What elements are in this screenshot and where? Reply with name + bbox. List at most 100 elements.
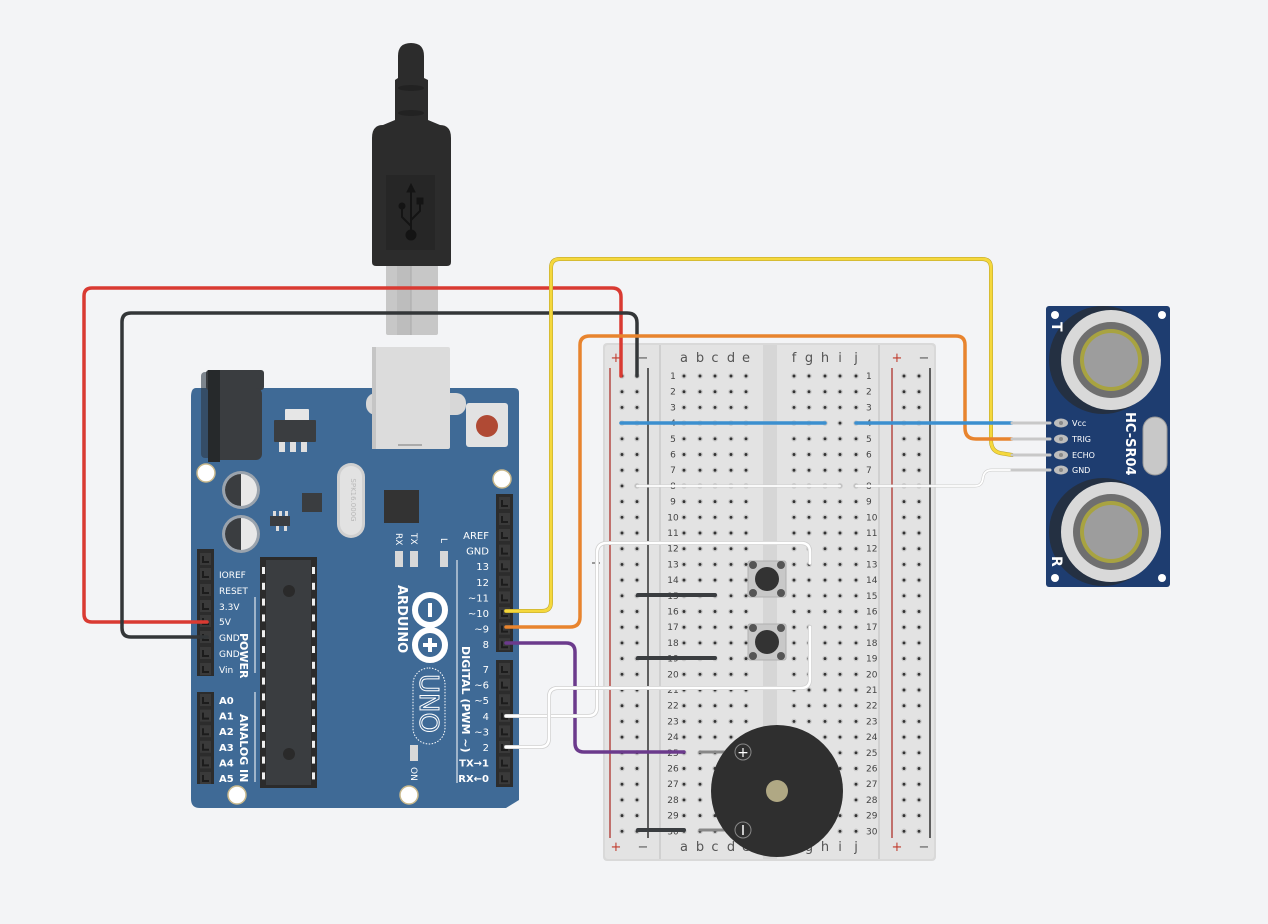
breadboard-hole[interactable] [791,640,797,646]
rail-hole[interactable] [619,483,625,489]
rail-hole[interactable] [916,718,922,725]
breadboard-hole[interactable] [837,498,843,505]
rail-hole[interactable] [619,718,625,725]
breadboard-hole[interactable] [697,451,703,458]
rail-hole[interactable] [634,467,640,473]
wire-gnd-to-minus-rail[interactable] [120,311,639,639]
rail-hole[interactable] [634,530,640,536]
rail-hole[interactable] [916,765,922,772]
breadboard-hole[interactable] [681,718,687,725]
rail-hole[interactable] [916,640,922,646]
rail-hole[interactable] [619,388,625,395]
breadboard-hole[interactable] [743,530,749,536]
breadboard-hole[interactable] [743,702,749,709]
breadboard-hole[interactable] [853,545,859,552]
rail-hole[interactable] [619,702,625,709]
rail-hole[interactable] [916,577,922,583]
breadboard-hole[interactable] [837,828,843,835]
breadboard-hole[interactable] [806,687,812,693]
rail-hole[interactable] [901,624,907,630]
breadboard-hole[interactable] [697,514,703,521]
breadboard-hole[interactable] [791,702,797,709]
breadboard-hole[interactable] [728,734,734,740]
rail-hole[interactable] [619,467,625,473]
rail-hole[interactable] [901,797,907,803]
header-socket[interactable] [200,553,211,565]
rail-hole[interactable] [634,797,640,803]
header-socket[interactable] [200,725,211,738]
header-socket[interactable] [499,772,510,785]
rail-hole[interactable] [916,828,922,835]
breadboard-hole[interactable] [712,718,718,725]
breadboard-hole[interactable] [681,451,687,458]
breadboard-hole[interactable] [853,577,859,583]
rail-hole[interactable] [901,671,907,678]
breadboard-hole[interactable] [728,451,734,458]
breadboard-hole[interactable] [728,655,734,662]
breadboard-hole[interactable] [837,750,843,756]
breadboard-hole[interactable] [697,577,703,583]
breadboard-hole[interactable] [853,718,859,725]
breadboard-hole[interactable] [743,545,749,552]
breadboard-hole[interactable] [853,451,859,458]
breadboard-hole[interactable] [681,530,687,536]
breadboard-hole[interactable] [743,388,749,395]
breadboard-hole[interactable] [712,467,718,473]
rail-hole[interactable] [619,640,625,646]
breadboard-hole[interactable] [822,702,828,709]
breadboard-hole[interactable] [806,577,812,583]
breadboard-hole[interactable] [853,671,859,678]
breadboard-hole[interactable] [728,530,734,536]
breadboard-hole[interactable] [697,561,703,568]
arduino-uno-board[interactable]: SPK16.000G RX [191,347,519,808]
breadboard-hole[interactable] [853,702,859,709]
breadboard-hole[interactable] [791,467,797,473]
header-socket[interactable] [499,529,510,541]
breadboard-hole[interactable] [837,734,843,740]
breadboard-hole[interactable] [728,514,734,521]
breadboard-hole[interactable] [681,640,687,646]
rail-hole[interactable] [901,593,907,599]
rail-hole[interactable] [619,797,625,803]
breadboard-hole[interactable] [743,718,749,725]
rail-hole[interactable] [634,781,640,787]
rail-hole[interactable] [634,561,640,568]
breadboard-hole[interactable] [822,530,828,536]
breadboard-hole[interactable] [791,718,797,725]
breadboard-hole[interactable] [728,404,734,411]
breadboard-hole[interactable] [837,451,843,458]
breadboard-hole[interactable] [791,451,797,458]
rail-hole[interactable] [619,593,625,599]
breadboard-hole[interactable] [853,498,859,505]
breadboard-hole[interactable] [712,436,718,442]
breadboard-hole[interactable] [728,640,734,646]
breadboard-hole[interactable] [681,373,687,379]
header-socket[interactable] [499,560,510,573]
breadboard-hole[interactable] [791,593,797,599]
breadboard-hole[interactable] [853,373,859,379]
rail-hole[interactable] [634,514,640,521]
piezo-buzzer[interactable]: + [711,725,843,857]
rail-hole[interactable] [901,545,907,552]
breadboard-hole[interactable] [681,404,687,411]
header-socket[interactable] [499,663,510,675]
rail-hole[interactable] [619,498,625,505]
rail-hole[interactable] [916,812,922,819]
header-socket[interactable] [499,756,510,769]
breadboard-hole[interactable] [697,404,703,411]
rail-hole[interactable] [901,436,907,442]
breadboard-hole[interactable] [712,498,718,505]
rail-hole[interactable] [634,608,640,615]
rail-hole[interactable] [619,765,625,772]
breadboard-hole[interactable] [791,545,797,552]
breadboard-hole[interactable] [697,373,703,379]
breadboard-hole[interactable] [697,388,703,395]
header-socket[interactable] [499,591,510,604]
breadboard-hole[interactable] [697,498,703,505]
breadboard-hole[interactable] [837,436,843,442]
rail-hole[interactable] [916,530,922,536]
breadboard-hole[interactable] [728,624,734,630]
header-socket[interactable] [200,600,211,612]
wire-pin9-to-trig[interactable] [504,334,1014,629]
header-socket[interactable] [200,663,211,675]
